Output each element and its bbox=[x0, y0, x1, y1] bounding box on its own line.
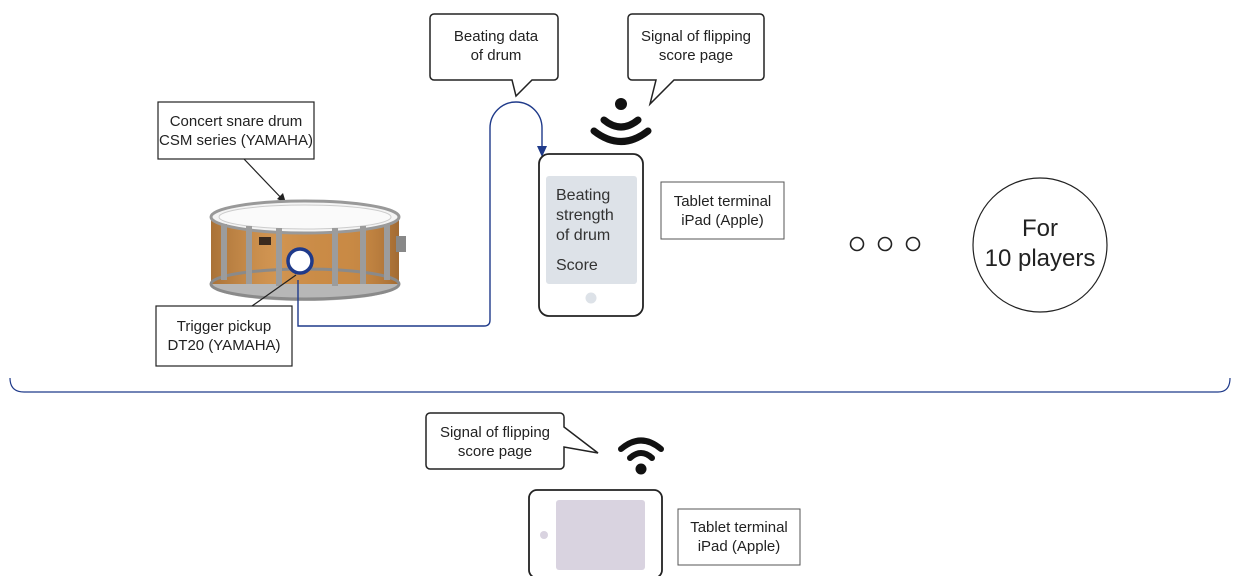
callout-trigger-text: Trigger pickup DT20 (YAMAHA) bbox=[167, 318, 281, 354]
callout-beating-data bbox=[429, 13, 559, 98]
callout-beating-data-text: Beating data of drum bbox=[453, 28, 539, 64]
tablet-top-label-box bbox=[660, 181, 785, 240]
cable-arrowhead bbox=[537, 146, 547, 157]
players-circle bbox=[972, 177, 1108, 313]
screen-line-3: of drum bbox=[556, 227, 611, 244]
tablet-bottom-label-box bbox=[677, 508, 801, 566]
wifi-icon bbox=[618, 437, 664, 475]
callout-trigger bbox=[155, 274, 297, 367]
callout-signal-top bbox=[627, 13, 765, 107]
group-bracket bbox=[9, 377, 1231, 393]
screen-line-1: Beating bbox=[556, 187, 611, 204]
tablet-top-label: Tablet terminal iPad (Apple) bbox=[673, 193, 772, 229]
cable-line bbox=[297, 101, 543, 327]
callout-snare-drum-text: Concert snare drum CSM series (YAMAHA) bbox=[159, 113, 313, 149]
callout-signal-top-text: Signal of flipping score page bbox=[640, 28, 752, 64]
screen-line-4: Score bbox=[556, 257, 598, 274]
trigger-pickup-icon bbox=[286, 247, 314, 275]
callout-signal-bottom bbox=[425, 412, 599, 470]
tablet-top bbox=[538, 153, 644, 317]
tablet-bottom-label: Tablet terminal iPad (Apple) bbox=[690, 519, 788, 555]
screen-line-2: strength bbox=[556, 207, 614, 224]
tablet-bottom bbox=[528, 489, 663, 576]
wireless-signal-icon bbox=[590, 98, 652, 145]
ellipsis-circles-icon bbox=[849, 236, 921, 252]
players-label: For 10 players bbox=[984, 215, 1096, 272]
callout-signal-bottom-text: Signal of flipping score page bbox=[439, 424, 551, 460]
